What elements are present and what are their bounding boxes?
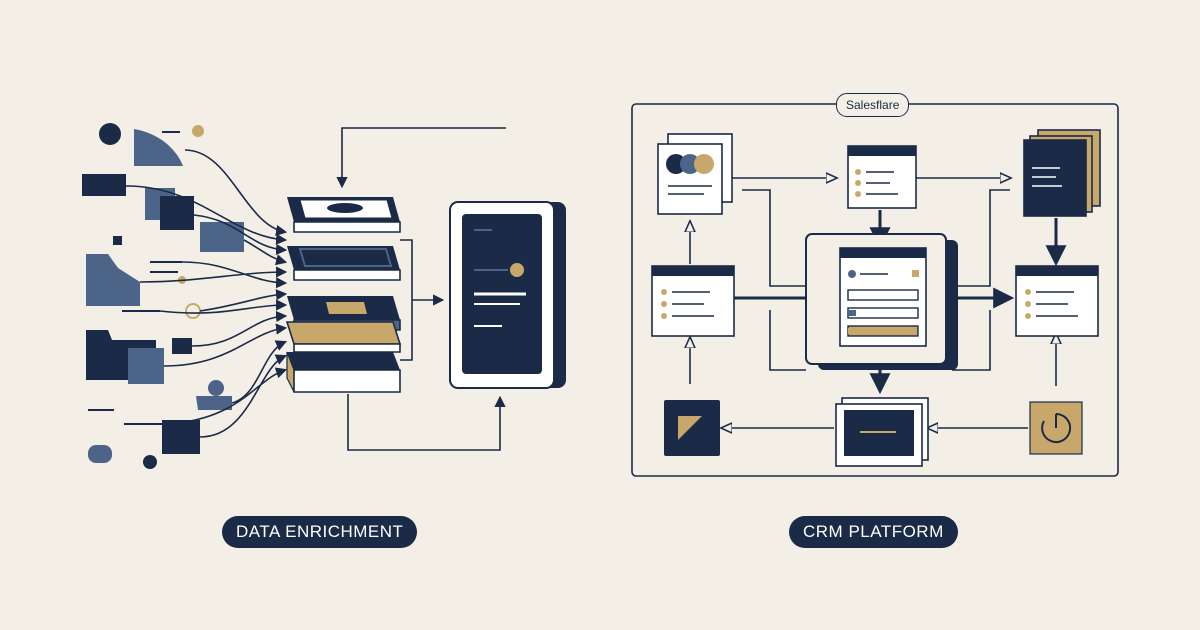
activity-list-window xyxy=(1015,265,1099,337)
contact-card-stack xyxy=(657,133,733,215)
enrichment-routing-arrows xyxy=(336,127,506,451)
pie-chart-icon xyxy=(1029,401,1083,455)
enrichment-layer-stack xyxy=(285,197,402,393)
message-panel xyxy=(835,397,929,467)
enriched-profile-device xyxy=(449,201,566,389)
source-flow-lines xyxy=(125,149,288,438)
reports-window-stack xyxy=(1023,129,1101,217)
pipeline-window-top xyxy=(847,145,917,209)
scattered-data-sources xyxy=(82,123,244,469)
brand-label: Salesflare xyxy=(836,93,910,117)
crm-platform-label: CRM PLATFORM xyxy=(789,516,958,548)
data-enrichment-label: DATA ENRICHMENT xyxy=(222,516,418,548)
document-tile xyxy=(664,400,720,456)
central-crm-dashboard xyxy=(805,233,958,370)
contacts-list-window xyxy=(651,265,735,337)
